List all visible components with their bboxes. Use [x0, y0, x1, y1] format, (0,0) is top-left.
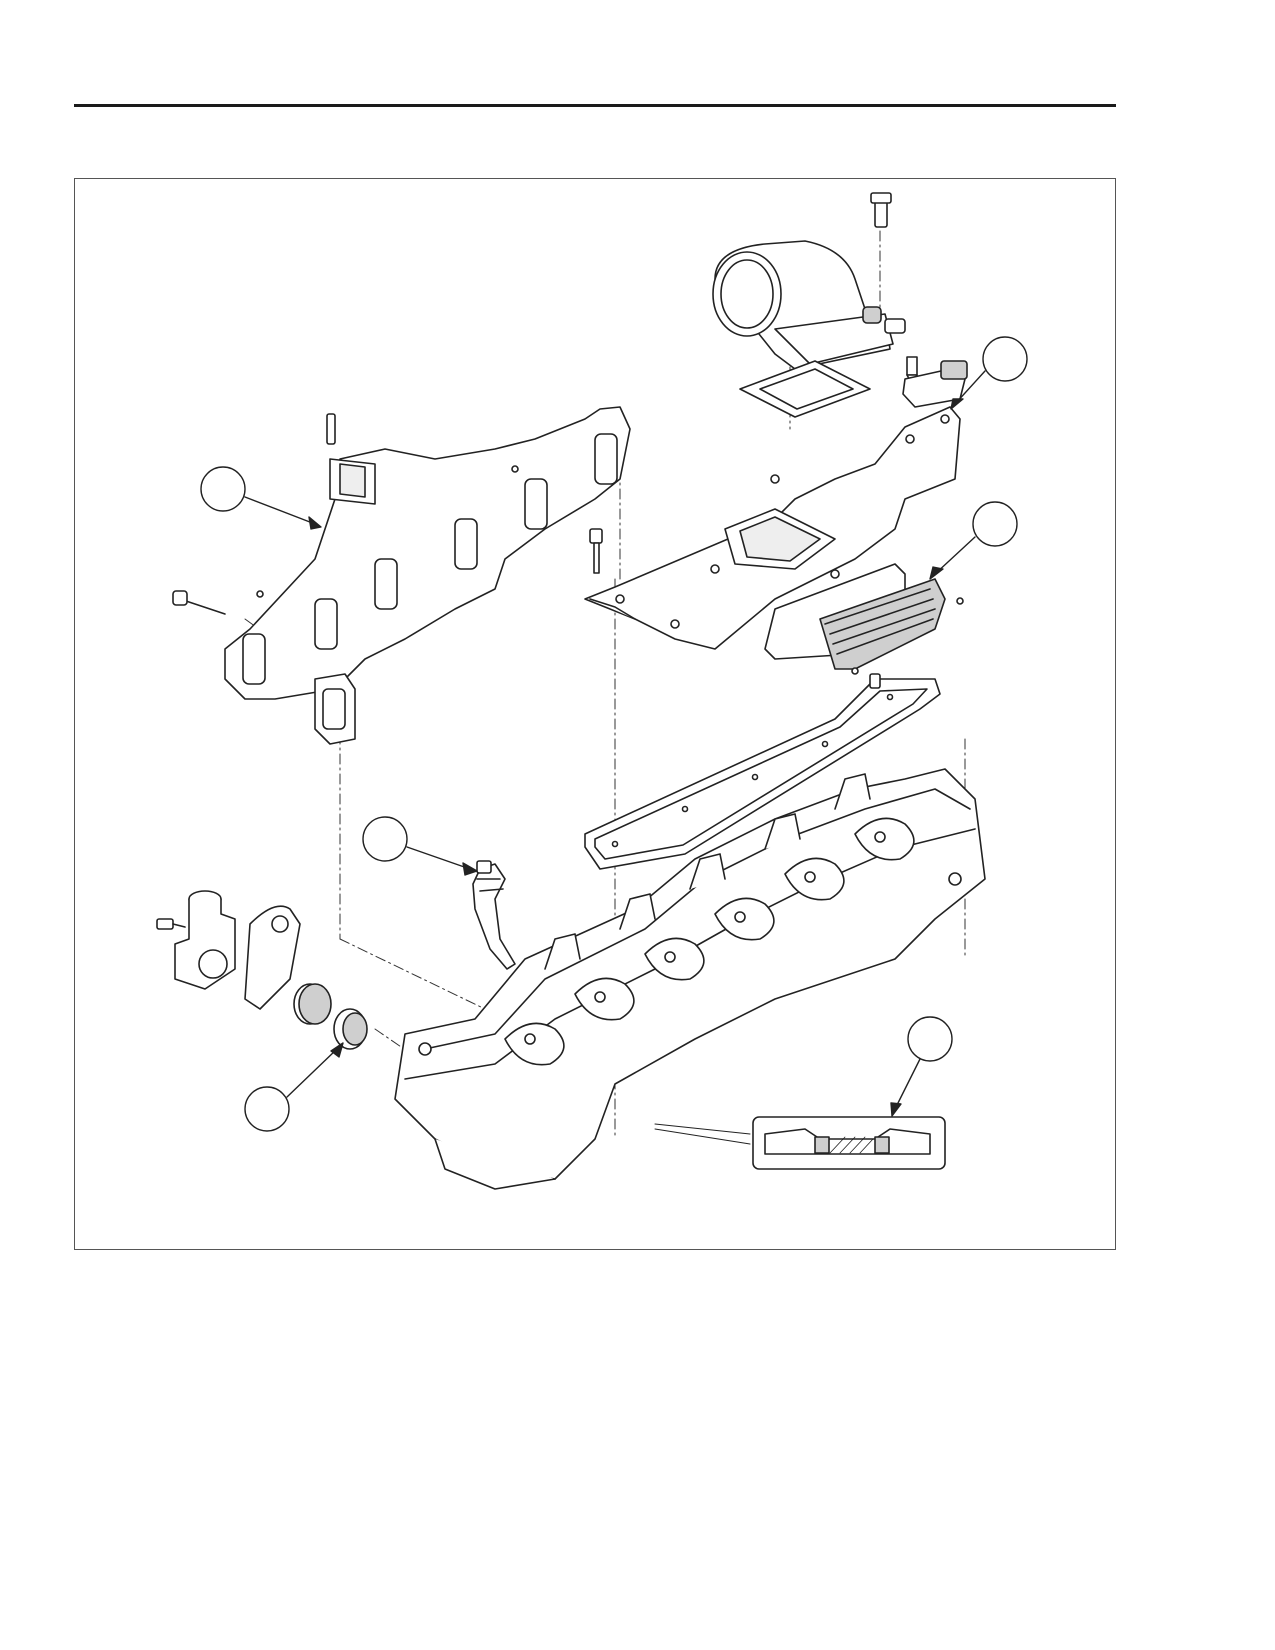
- header-rule: [74, 104, 1116, 107]
- exhaust-gasket: [314, 673, 356, 745]
- callout-leader-intake-air-heater: [934, 536, 976, 575]
- thermostat-housing: [156, 890, 368, 1050]
- air-inlet-elbow: [712, 192, 918, 385]
- sealing-detail-inset: [654, 1116, 946, 1170]
- intake-gasket: [584, 673, 941, 870]
- intake-manifold: [584, 406, 961, 650]
- pressure-sensor: [902, 360, 968, 408]
- callout-circle-injector: [362, 816, 408, 862]
- exhaust-manifold: [172, 406, 631, 700]
- fuel-injector: [472, 860, 516, 970]
- callout-circle-cylinder-head-detail: [907, 1016, 953, 1062]
- elbow-gasket: [739, 360, 871, 418]
- intake-air-heater: [764, 563, 964, 675]
- callout-leader-cylinder-head-detail: [894, 1058, 921, 1110]
- callouts: [200, 336, 1028, 1132]
- callout-circle-thermostat: [244, 1086, 290, 1132]
- callout-leader-thermostat: [286, 1048, 338, 1098]
- exploded-view-drawing: [156, 192, 1028, 1190]
- callout-circle-intake-manifold: [982, 336, 1028, 382]
- callout-circle-intake-air-heater: [972, 501, 1018, 547]
- callout-leader-exhaust-manifold: [244, 496, 316, 525]
- cylinder-head: [394, 768, 986, 1190]
- callout-circle-exhaust-manifold: [200, 466, 246, 512]
- callout-leader-injector: [406, 846, 471, 870]
- exploded-view-figure: [74, 178, 1116, 1250]
